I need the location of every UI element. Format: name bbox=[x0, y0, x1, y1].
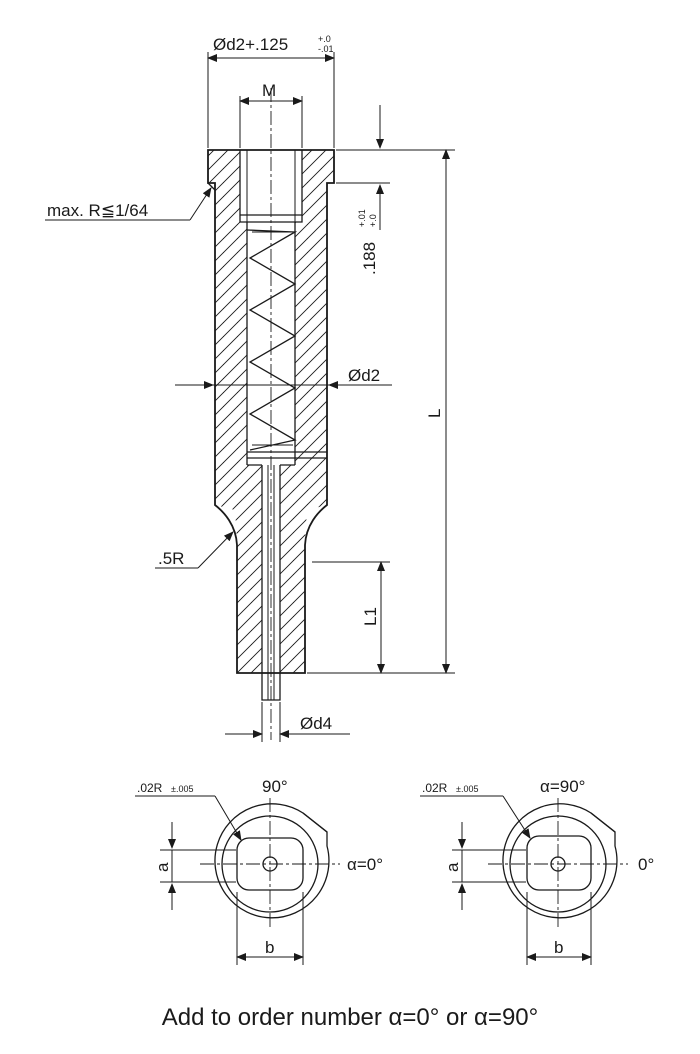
dimension-radius: .5R bbox=[155, 531, 234, 569]
head-height-label: .188 bbox=[360, 242, 379, 275]
right-dim-a: a bbox=[443, 862, 462, 872]
dimension-thread: M bbox=[239, 81, 303, 148]
punch-section-view bbox=[207, 88, 335, 740]
left-corner-radius-tol: ±.005 bbox=[171, 784, 193, 794]
dimension-pin-diameter: Ød4 bbox=[225, 702, 350, 742]
dimension-shank-diameter: Ød2 bbox=[175, 366, 392, 389]
length-label: L bbox=[425, 409, 444, 418]
radius-label: .5R bbox=[158, 549, 184, 568]
head-diameter-label: Ød2+.125 bbox=[213, 35, 288, 54]
head-tol-lower: -.01 bbox=[318, 44, 334, 54]
left-angle-top: 90° bbox=[262, 777, 288, 796]
right-corner-radius: .02R bbox=[422, 781, 448, 795]
dimension-head-diameter: Ød2+.125 +.0 -.01 bbox=[207, 34, 335, 148]
technical-drawing: Ød2+.125 +.0 -.01 M max. R≦1/64 .188 +.0… bbox=[45, 34, 654, 965]
left-dim-a: a bbox=[153, 862, 172, 872]
right-dim-b: b bbox=[554, 938, 563, 957]
end-view-alpha-0: .02R ±.005 90° α=0° a b bbox=[135, 777, 383, 965]
end-view-alpha-90: .02R ±.005 α=90° 0° a b bbox=[420, 777, 654, 965]
max-radius-label: max. R≦1/64 bbox=[47, 201, 148, 220]
order-note-caption: Add to order number α=0° or α=90° bbox=[161, 1004, 539, 1031]
hatched-section bbox=[208, 150, 334, 673]
shank-diameter-label: Ød2 bbox=[348, 366, 380, 385]
spring bbox=[246, 229, 298, 451]
left-angle-right: α=0° bbox=[347, 855, 383, 874]
right-angle-right: 0° bbox=[638, 855, 654, 874]
head-tol-upper: +.0 bbox=[318, 34, 331, 44]
head-height-tol-upper: +.01 bbox=[357, 209, 367, 227]
left-corner-radius: .02R bbox=[137, 781, 163, 795]
right-corner-radius-tol: ±.005 bbox=[456, 784, 478, 794]
length-1-label: L1 bbox=[361, 607, 380, 626]
dimension-length-1: L1 bbox=[312, 561, 390, 674]
head-height-tol-lower: +.0 bbox=[368, 214, 378, 227]
left-dim-b: b bbox=[265, 938, 274, 957]
punch-outline bbox=[207, 149, 335, 674]
dimension-head-height: .188 +.01 +.0 bbox=[336, 105, 390, 275]
pin-diameter-label: Ød4 bbox=[300, 714, 332, 733]
thread-label: M bbox=[262, 81, 276, 100]
ejector-plate bbox=[247, 451, 327, 466]
right-angle-top: α=90° bbox=[540, 777, 585, 796]
dimension-max-radius: max. R≦1/64 bbox=[45, 187, 212, 221]
